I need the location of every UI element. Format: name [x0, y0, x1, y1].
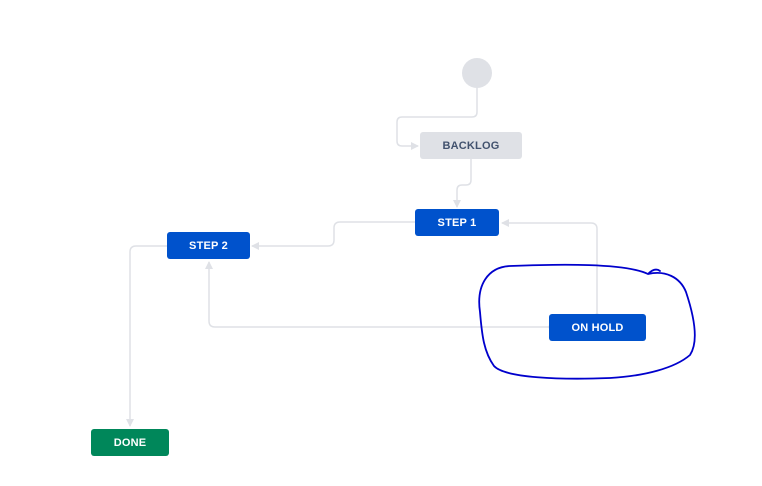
transition-step1-onhold [501, 219, 601, 319]
transition-step1-step2 [251, 221, 415, 250]
workflow-start-node [462, 58, 492, 88]
status-node-step-1[interactable]: STEP 1 [415, 209, 499, 236]
transition-backlog-step1 [453, 159, 472, 208]
status-node-done[interactable]: DONE [91, 429, 169, 456]
hand-drawn-circle-annotation [478, 263, 696, 380]
transition-start-backlog [396, 88, 478, 150]
transition-step2-done [126, 245, 167, 427]
transition-step2-onhold [205, 261, 554, 331]
status-node-on-hold[interactable]: ON HOLD [549, 314, 646, 341]
status-node-backlog[interactable]: BACKLOG [420, 132, 522, 159]
status-node-step-2[interactable]: STEP 2 [167, 232, 250, 259]
